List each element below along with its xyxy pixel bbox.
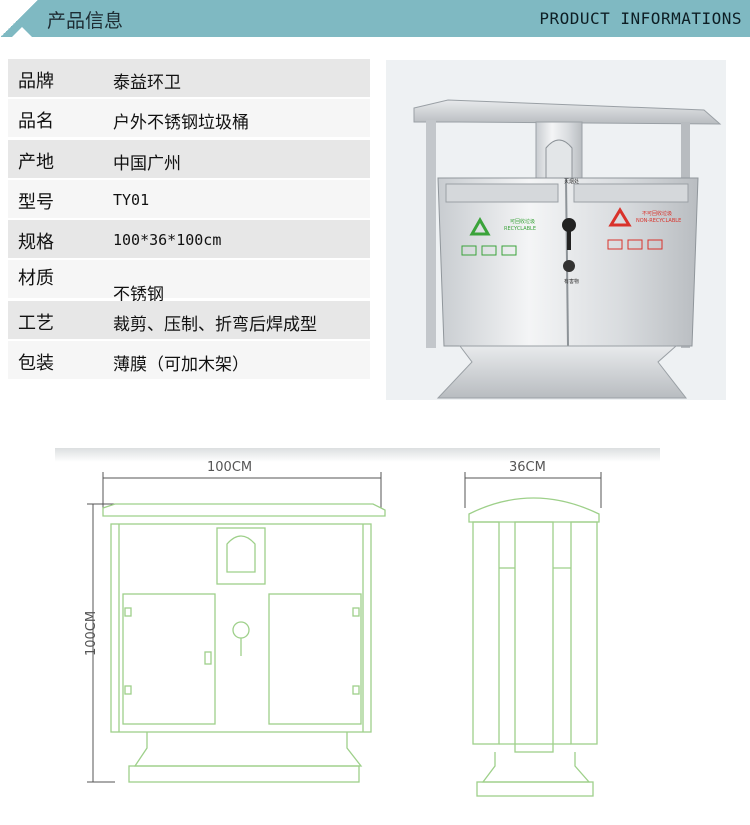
spec-value: 不锈钢 (113, 285, 164, 306)
recycle-label-cn: 可回收垃圾 (510, 219, 536, 225)
section-header: 产品信息 PRODUCT INFORMATIONS (0, 0, 750, 37)
spec-label: 品牌 (18, 71, 54, 92)
spec-label: 型号 (18, 191, 54, 213)
spec-row-size: 规格 100*36*100cm (8, 220, 370, 259)
spec-value: 泰益环卫 (113, 73, 181, 93)
spec-value: 中国广州 (113, 153, 181, 174)
spec-label: 品名 (18, 111, 54, 133)
spec-row-material: 材质 不锈钢 (8, 260, 370, 305)
recycle-label-en: RECYCLABLE (504, 226, 537, 232)
ashtray-label: 灭烟处 (564, 179, 580, 185)
width-label: 100CM (207, 460, 253, 475)
spec-row-model: 型号 TY01 (8, 179, 370, 218)
height-label: 100CM (84, 610, 100, 657)
spec-row-name: 品名 户外不锈钢垃圾桶 (8, 99, 370, 138)
spec-value: 户外不锈钢垃圾桶 (113, 113, 249, 134)
product-photo: 可回收垃圾 RECYCLABLE 不可回收垃圾 NON-RECYCLABLE 灭… (386, 60, 726, 400)
nonrecycle-label-en: NON-RECYCLABLE (636, 218, 682, 224)
spec-row-brand: 品牌 泰益环卫 (8, 59, 370, 97)
header-pointer (12, 27, 32, 37)
spec-label: 包装 (18, 353, 54, 375)
spec-value: 100*36*100cm (113, 231, 222, 250)
recycle-icon (469, 216, 491, 236)
spec-label: 材质 (18, 268, 54, 290)
trash-bin-illustration (413, 99, 722, 399)
spec-label: 产地 (18, 151, 54, 173)
spec-value: 薄膜（可加木架） (113, 355, 249, 376)
harmful-label: 有害物 (564, 279, 580, 285)
spec-value: TY01 (113, 190, 150, 209)
nonrecycle-icon (608, 207, 632, 227)
drawing-lines (87, 472, 602, 797)
spec-row-process: 工艺 裁剪、压制、折弯后焊成型 (8, 300, 370, 339)
spec-table: 品牌 泰益环卫 品名 户外不锈钢垃圾桶 产地 中国广州 型号 TY01 规格 1… (8, 59, 370, 381)
dimension-drawing: 100CM 100CM 36CM (55, 448, 660, 818)
section-title-en: PRODUCT INFORMATIONS (539, 9, 742, 28)
spec-row-origin: 产地 中国广州 (8, 139, 370, 178)
depth-label: 36CM (509, 460, 546, 475)
spec-row-packing: 包装 薄膜（可加木架） (8, 341, 370, 380)
spec-label: 工艺 (18, 312, 54, 334)
spec-label: 规格 (18, 232, 54, 254)
spec-value: 裁剪、压制、折弯后焊成型 (113, 314, 317, 335)
nonrecycle-label-cn: 不可回收垃圾 (642, 211, 673, 217)
section-title: 产品信息 (47, 10, 124, 32)
